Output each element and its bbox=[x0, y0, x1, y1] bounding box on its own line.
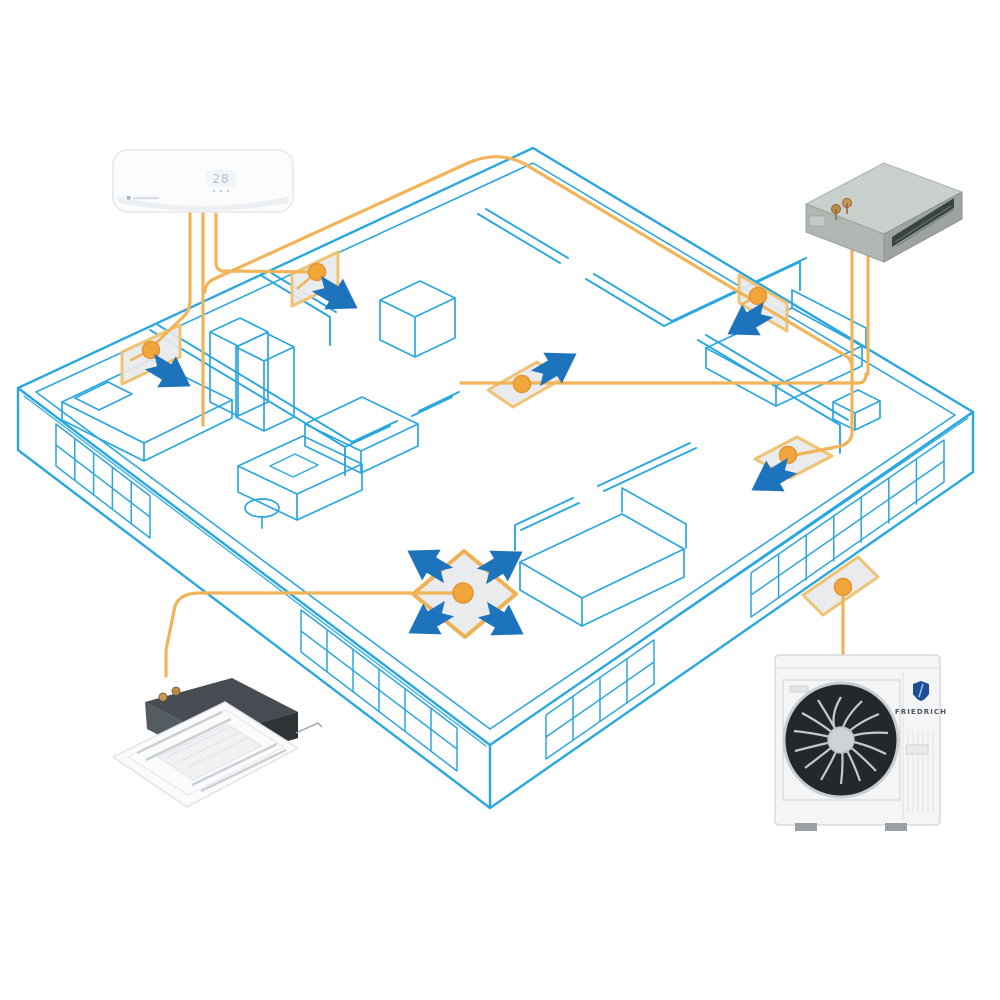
window-strip-right-1 bbox=[545, 639, 655, 760]
wall-unit-logo bbox=[127, 196, 159, 200]
pipe-wall-unit-drop-1 bbox=[150, 211, 192, 349]
zone-center-cassette-connection-dot bbox=[452, 582, 474, 604]
furniture bbox=[61, 280, 881, 627]
sofa-center bbox=[519, 487, 687, 627]
wardrobe-columns bbox=[209, 317, 295, 432]
wall-unit-indicator-dots bbox=[212, 189, 230, 193]
kitchen-island bbox=[237, 435, 363, 521]
wall-mounted-unit: 28 bbox=[112, 149, 294, 213]
zone-outdoor-pad-connection-dot bbox=[833, 577, 853, 597]
connection-dots-layer bbox=[129, 262, 853, 604]
window-strip-left-2 bbox=[300, 609, 458, 772]
floor-plan bbox=[16, 146, 975, 810]
zone-right-ceiling-connection-dot bbox=[778, 445, 798, 465]
kitchen-counter bbox=[304, 396, 419, 474]
cassette-unit bbox=[112, 678, 323, 808]
interior-walls bbox=[149, 208, 849, 551]
window-strip-right-2 bbox=[750, 439, 945, 618]
bed-left bbox=[61, 359, 233, 462]
window-strip-left-1 bbox=[55, 423, 151, 539]
outer-walls bbox=[16, 146, 975, 810]
outdoor-unit: FRIEDRICH bbox=[774, 654, 947, 831]
friedrich-brand-text: FRIEDRICH bbox=[895, 708, 947, 716]
pipe-ducted-drop-1 bbox=[788, 248, 854, 458]
pipe-cassette-run bbox=[164, 591, 465, 678]
zone-right-wall-connection-dot bbox=[748, 286, 768, 306]
zone-panels-layer bbox=[120, 250, 880, 639]
zone-left-wall-connection-dot bbox=[141, 340, 161, 360]
zone-center-wall-connection-dot bbox=[512, 374, 532, 394]
tall-cabinet bbox=[379, 280, 456, 358]
refrigerant-lines-layer bbox=[150, 155, 870, 678]
pipe-center-wall-run bbox=[459, 372, 868, 385]
side-table bbox=[244, 498, 280, 529]
pipe-wall-unit-drop-3 bbox=[214, 211, 319, 274]
ducted-unit-pipes bbox=[831, 198, 852, 220]
outdoor-louvers bbox=[907, 730, 934, 812]
ducted-unit bbox=[805, 162, 963, 263]
pipe-main-trunk bbox=[203, 155, 854, 370]
nightstand bbox=[832, 389, 881, 431]
windows bbox=[55, 423, 945, 772]
cassette-pipes bbox=[158, 686, 181, 702]
wall-unit-temp-display: 28 bbox=[212, 172, 229, 186]
friedrich-shield-logo bbox=[913, 681, 929, 701]
